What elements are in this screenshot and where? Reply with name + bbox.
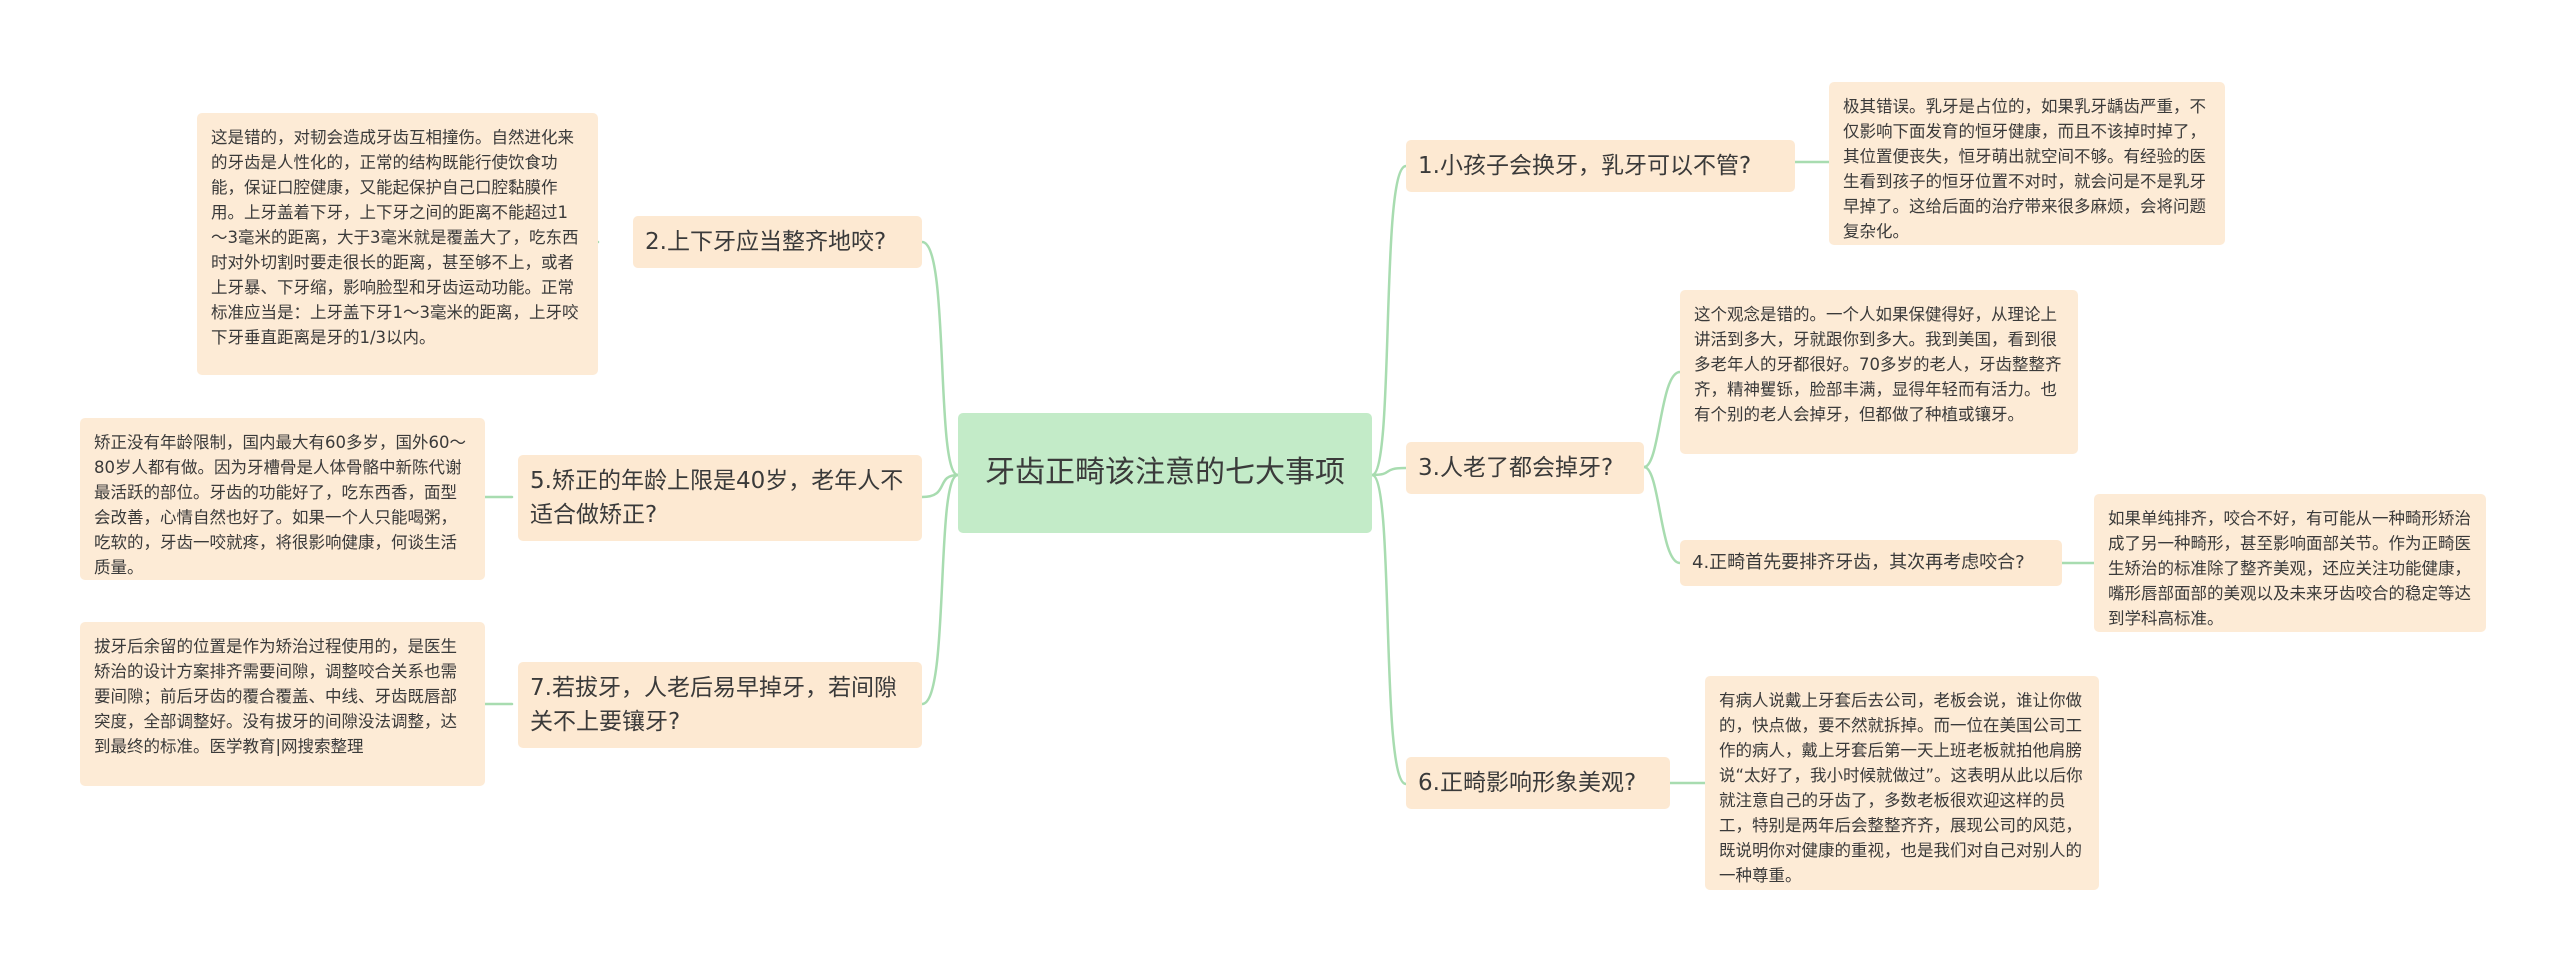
root-topic[interactable]: 牙齿正畸该注意的七大事项 <box>958 413 1372 533</box>
branch-topic-2[interactable]: 2.上下牙应当整齐地咬? <box>633 216 922 268</box>
leaf-note-2-text: 这是错的，对韧会造成牙齿互相撞伤。自然进化来的牙齿是人性化的，正常的结构既能行使… <box>211 128 579 347</box>
leaf-note-4[interactable]: 如果单纯排齐，咬合不好，有可能从一种畸形矫治成了另一种畸形，甚至影响面部关节。作… <box>2094 494 2486 632</box>
link-root-b5 <box>920 473 960 499</box>
leaf-note-7-text: 拔牙后余留的位置是作为矫治过程使用的，是医生矫治的设计方案排齐需要间隙，调整咬合… <box>94 637 457 756</box>
leaf-note-1-text: 极其错误。乳牙是占位的，如果乳牙龋齿严重，不仅影响下面发育的恒牙健康，而且不该掉… <box>1843 97 2206 241</box>
link-b3-b4 <box>1642 465 1682 565</box>
branch-topic-7[interactable]: 7.若拔牙，人老后易早掉牙，若间隙关不上要镶牙? <box>518 662 922 748</box>
leaf-note-7[interactable]: 拔牙后余留的位置是作为矫治过程使用的，是医生矫治的设计方案排齐需要间隙，调整咬合… <box>80 622 485 786</box>
link-b3-l3 <box>1642 370 1682 469</box>
branch-topic-2-label: 2.上下牙应当整齐地咬? <box>645 229 887 255</box>
branch-topic-4[interactable]: 4.正畸首先要排齐牙齿，其次再考虑咬合? <box>1680 540 2062 586</box>
branch-topic-5[interactable]: 5.矫正的年龄上限是40岁，老年人不适合做矫正? <box>518 455 922 541</box>
branch-topic-7-label: 7.若拔牙，人老后易早掉牙，若间隙关不上要镶牙? <box>530 675 897 735</box>
leaf-note-3[interactable]: 这个观念是错的。一个人如果保健得好，从理论上讲活到多大，牙就跟你到多大。我到美国… <box>1680 290 2078 454</box>
link-root-b6 <box>1370 473 1408 786</box>
leaf-note-2[interactable]: 这是错的，对韧会造成牙齿互相撞伤。自然进化来的牙齿是人性化的，正常的结构既能行使… <box>197 113 598 375</box>
leaf-note-3-text: 这个观念是错的。一个人如果保健得好，从理论上讲活到多大，牙就跟你到多大。我到美国… <box>1694 305 2062 424</box>
branch-topic-6[interactable]: 6.正畸影响形象美观? <box>1406 757 1670 809</box>
branch-topic-3-label: 3.人老了都会掉牙? <box>1418 455 1614 481</box>
leaf-note-5-text: 矫正没有年龄限制，国内最大有60多岁，国外60～80岁人都有做。因为牙槽骨是人体… <box>94 433 466 577</box>
link-root-b1 <box>1370 164 1408 477</box>
branch-topic-4-label: 4.正畸首先要排齐牙齿，其次再考虑咬合? <box>1692 552 2025 573</box>
leaf-note-4-text: 如果单纯排齐，咬合不好，有可能从一种畸形矫治成了另一种畸形，甚至影响面部关节。作… <box>2108 509 2471 628</box>
branch-topic-6-label: 6.正畸影响形象美观? <box>1418 770 1637 796</box>
leaf-note-1[interactable]: 极其错误。乳牙是占位的，如果乳牙龋齿严重，不仅影响下面发育的恒牙健康，而且不该掉… <box>1829 82 2225 245</box>
link-root-b2 <box>920 240 960 477</box>
leaf-note-5[interactable]: 矫正没有年龄限制，国内最大有60多岁，国外60～80岁人都有做。因为牙槽骨是人体… <box>80 418 485 580</box>
link-root-b7 <box>920 473 960 706</box>
leaf-note-6-text: 有病人说戴上牙套后去公司，老板会说，谁让你做的，快点做，要不然就拆掉。而一位在美… <box>1719 691 2083 885</box>
branch-topic-5-label: 5.矫正的年龄上限是40岁，老年人不适合做矫正? <box>530 468 904 528</box>
root-topic-label: 牙齿正畸该注意的七大事项 <box>985 455 1345 490</box>
leaf-note-6[interactable]: 有病人说戴上牙套后去公司，老板会说，谁让你做的，快点做，要不然就拆掉。而一位在美… <box>1705 676 2099 890</box>
link-root-b3 <box>1370 466 1408 477</box>
branch-topic-3[interactable]: 3.人老了都会掉牙? <box>1406 442 1644 494</box>
branch-topic-1[interactable]: 1.小孩子会换牙，乳牙可以不管? <box>1406 140 1795 192</box>
branch-topic-1-label: 1.小孩子会换牙，乳牙可以不管? <box>1418 153 1752 179</box>
